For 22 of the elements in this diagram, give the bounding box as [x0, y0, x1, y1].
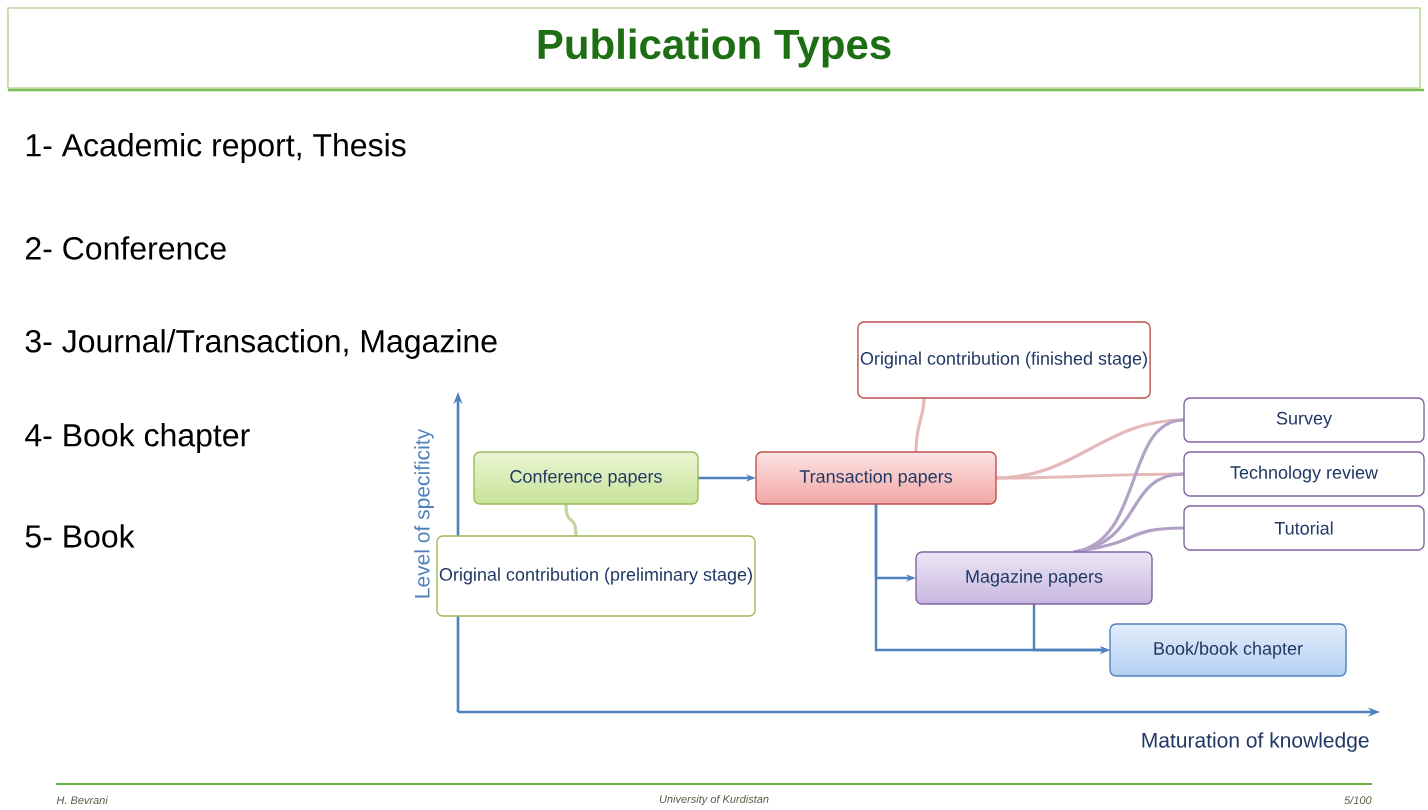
title-bar: Publication Types: [7, 7, 1421, 89]
axis-title: Maturation of knowledge: [1142, 732, 1369, 752]
box-node: Original contribution (finished stage): [857, 321, 1151, 399]
axis-title: Level of specificity: [414, 428, 434, 598]
connector: [1073, 526, 1185, 554]
connector: [1073, 472, 1185, 554]
connector: [996, 472, 1185, 480]
list-item: 2- Conference: [26, 236, 226, 260]
box-node: Survey: [1183, 397, 1425, 443]
box-node: Transaction papers: [755, 451, 997, 505]
list-item: 3- Journal/Transaction, Magazine: [25, 329, 497, 359]
box-node: Magazine papers: [915, 551, 1153, 605]
list-item: 4- Book chapter: [25, 423, 250, 453]
box-node: Original contribution (preliminary stage): [436, 535, 756, 617]
box-node: Tutorial: [1183, 505, 1425, 551]
connector: [914, 397, 926, 453]
box-node: Technology review: [1183, 451, 1425, 497]
connector: [564, 503, 578, 537]
list-item: 1- Academic report, Thesis: [26, 133, 406, 163]
box-node: Conference papers: [473, 451, 699, 505]
box-node: Book/book chapter: [1109, 623, 1347, 677]
list-item: 5- Book: [25, 524, 135, 548]
